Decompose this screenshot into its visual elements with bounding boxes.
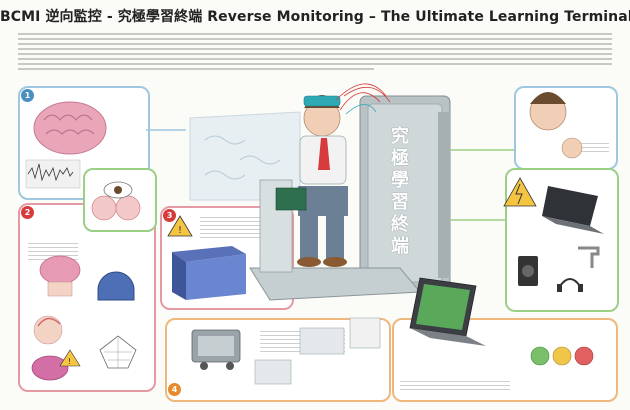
- head-sensor-icon: [91, 195, 141, 221]
- brain-model-icon: [31, 355, 69, 381]
- electric-hazard-icon: [503, 177, 537, 207]
- intro-text-block: [18, 30, 612, 80]
- laptop-small-icon: [542, 186, 604, 234]
- meter-dials-icon: [530, 346, 594, 366]
- wire-mesh-cap-icon: [99, 335, 137, 369]
- machine-char: 終: [391, 214, 409, 235]
- machine-char: 極: [391, 148, 409, 169]
- eeg-wave-icon: [25, 159, 81, 189]
- headphones-icon: [557, 278, 583, 292]
- machine-char: 習: [391, 192, 409, 213]
- head-right-icon: [529, 92, 583, 159]
- warning-icon: !: [59, 349, 81, 367]
- robot-device-icon: [191, 329, 241, 370]
- panel-number-1: 1: [21, 89, 34, 102]
- panel-number-4: 4: [168, 383, 181, 396]
- panel-3-caption: [200, 214, 280, 241]
- warning-icon: !: [167, 215, 193, 237]
- panel-6-caption: [575, 140, 609, 155]
- panel-number-2: 2: [21, 206, 34, 219]
- head-side-icon: [33, 315, 63, 345]
- panel-number-3: 3: [163, 209, 176, 222]
- head-with-cap-icon: [39, 255, 81, 297]
- machine-char: 究: [391, 126, 409, 147]
- learning-terminal-machine: [359, 95, 451, 291]
- helmet-icon: [97, 271, 135, 301]
- poster-title: BCMI 逆向監控 - 究極學習終端 Reverse Monitoring – …: [0, 9, 630, 25]
- panel-5-caption: [400, 378, 510, 393]
- faucet-icon: [578, 246, 600, 268]
- server-box-icon: [172, 246, 246, 300]
- brain-icon: [33, 101, 107, 155]
- svg-text:!: !: [68, 357, 71, 366]
- machine-char: 端: [391, 236, 409, 257]
- student-figure: [275, 83, 391, 267]
- control-box-icon: [254, 317, 381, 385]
- machine-char: 學: [391, 170, 409, 191]
- laptop-icon: [409, 277, 486, 346]
- svg-text:!: !: [178, 225, 182, 236]
- machine-label: 究 極 學 習 終 端: [380, 126, 420, 258]
- eye-closeup-icon: [103, 181, 133, 199]
- speaker-icon: [518, 256, 538, 286]
